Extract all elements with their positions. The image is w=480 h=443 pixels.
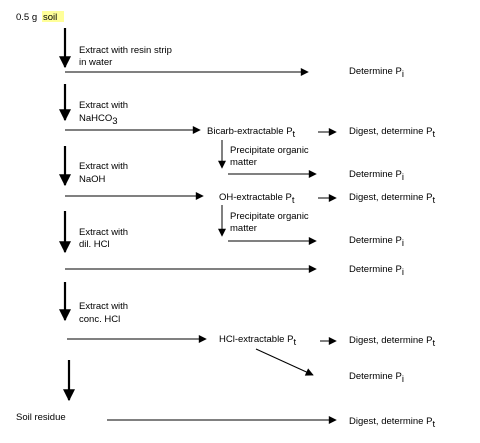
hcl-fraction-label: HCl-extractable Pt xyxy=(219,334,296,348)
step-dil-hcl-label: Extract with dil. HCl xyxy=(79,227,128,250)
sample-material: soil xyxy=(43,12,57,23)
svg-text:Extract with: Extract with xyxy=(79,227,128,238)
outcome-determine-pi-3: Determine Pi xyxy=(349,235,404,249)
step-naoh-label: Extract with NaOH xyxy=(79,161,128,185)
hcl-to-determine-arrow xyxy=(255,348,314,376)
svg-text:conc. HCl: conc. HCl xyxy=(79,314,120,325)
outcome-digest-pt-2: Digest, determine Pt xyxy=(349,192,435,206)
svg-text:Precipitate organic: Precipitate organic xyxy=(230,145,309,156)
bicarb-fraction-label: Bicarb-extractable Pt xyxy=(207,126,296,140)
outcome-determine-pi-1: Determine Pi xyxy=(349,66,404,80)
outcome-digest-pt-4: Digest, determine Pt xyxy=(349,416,435,430)
step-resin-label: Extract with resin strip in water xyxy=(79,45,172,68)
outcome-determine-pi-2: Determine Pi xyxy=(349,169,404,183)
outcome-digest-pt-1: Digest, determine Pt xyxy=(349,126,435,140)
svg-text:NaOH: NaOH xyxy=(79,174,106,185)
svg-text:dil. HCl: dil. HCl xyxy=(79,239,110,250)
soil-highlight xyxy=(42,11,64,22)
svg-text:in water: in water xyxy=(79,57,112,68)
outcome-digest-pt-3: Digest, determine Pt xyxy=(349,335,435,349)
svg-text:matter: matter xyxy=(230,223,257,234)
precipitate-label-2: Precipitate organic matter xyxy=(230,211,309,234)
svg-text:matter: matter xyxy=(230,157,257,168)
start-sample: 0.5 g soil xyxy=(16,11,64,23)
step-conc-hcl-label: Extract with conc. HCl xyxy=(79,301,128,325)
oh-fraction-label: OH-extractable Pt xyxy=(219,192,295,206)
svg-text:NaHCO3: NaHCO3 xyxy=(79,113,118,127)
step-nahco3-label: Extract with NaHCO3 xyxy=(79,100,128,127)
soil-residue-label: Soil residue xyxy=(16,412,66,423)
svg-text:Extract with: Extract with xyxy=(79,301,128,312)
outcome-determine-pi-5: Determine Pi xyxy=(349,371,404,385)
svg-text:Extract with resin strip: Extract with resin strip xyxy=(79,45,172,56)
outcome-determine-pi-4: Determine Pi xyxy=(349,264,404,278)
svg-text:Extract with: Extract with xyxy=(79,100,128,111)
svg-text:Extract with: Extract with xyxy=(79,161,128,172)
precipitate-label-1: Precipitate organic matter xyxy=(230,145,309,168)
svg-text:Precipitate organic: Precipitate organic xyxy=(230,211,309,222)
sample-amount: 0.5 g xyxy=(16,12,37,23)
